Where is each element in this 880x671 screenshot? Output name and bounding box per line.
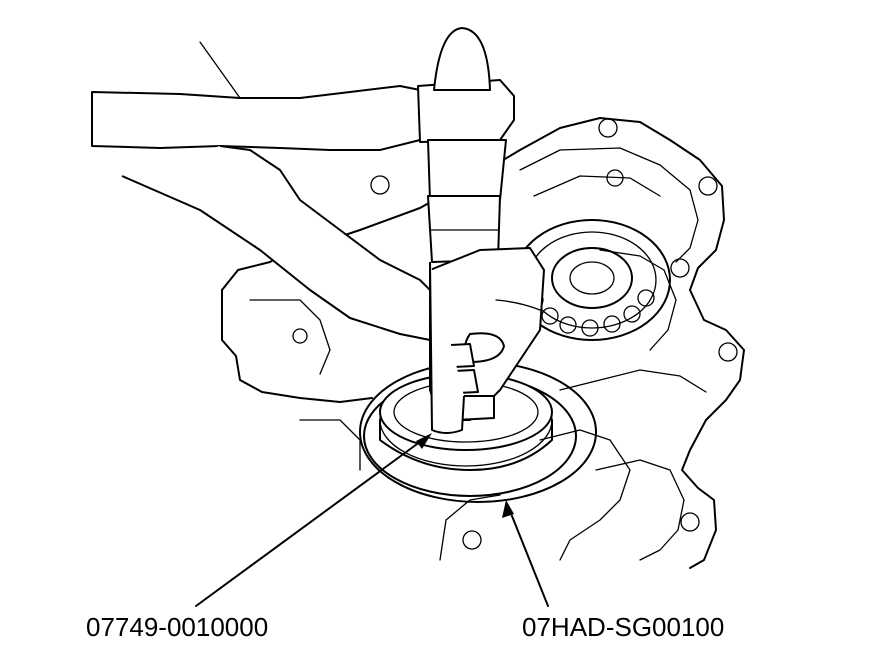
hammer — [417, 27, 515, 263]
lower-arm — [121, 145, 441, 341]
callout-label-driver: 07749-0010000 — [86, 612, 269, 642]
driver-rod — [429, 261, 465, 434]
leader-lines — [195, 433, 549, 607]
arrowhead-driver — [416, 433, 432, 449]
callout-label-attachment: 07HAD-SG00100 — [522, 612, 725, 642]
leader-line-driver — [195, 435, 429, 607]
leader-line-attachment — [507, 505, 549, 607]
arrowhead-attachment — [502, 500, 514, 518]
upper-arm — [91, 41, 421, 151]
